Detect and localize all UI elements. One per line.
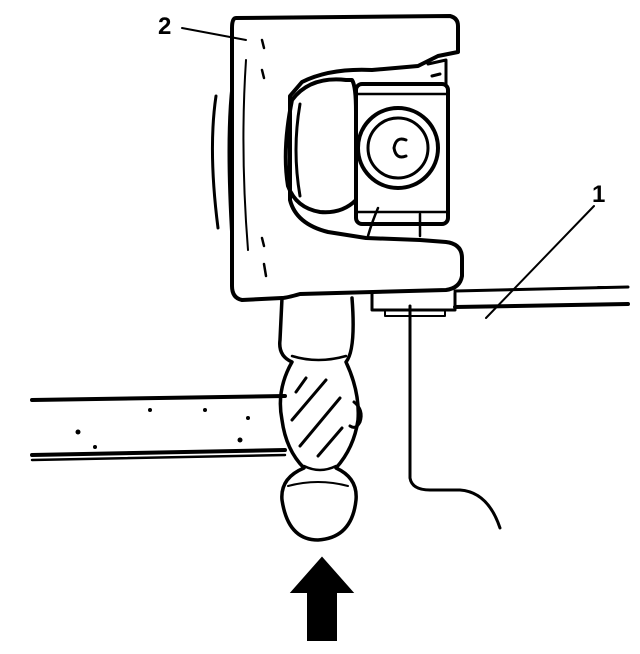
callout-2-label: 2 bbox=[158, 13, 171, 40]
callout-1-label: 1 bbox=[592, 181, 605, 208]
yoke bbox=[210, 14, 464, 302]
drive-extension bbox=[278, 296, 363, 542]
shaft bbox=[453, 285, 630, 309]
callout-1: 1 bbox=[485, 181, 605, 319]
left-bar bbox=[30, 394, 287, 462]
support-bracket bbox=[370, 291, 502, 530]
callout-2: 2 bbox=[158, 13, 247, 41]
bearing-cap bbox=[283, 58, 450, 238]
up-arrow-icon bbox=[289, 556, 355, 641]
